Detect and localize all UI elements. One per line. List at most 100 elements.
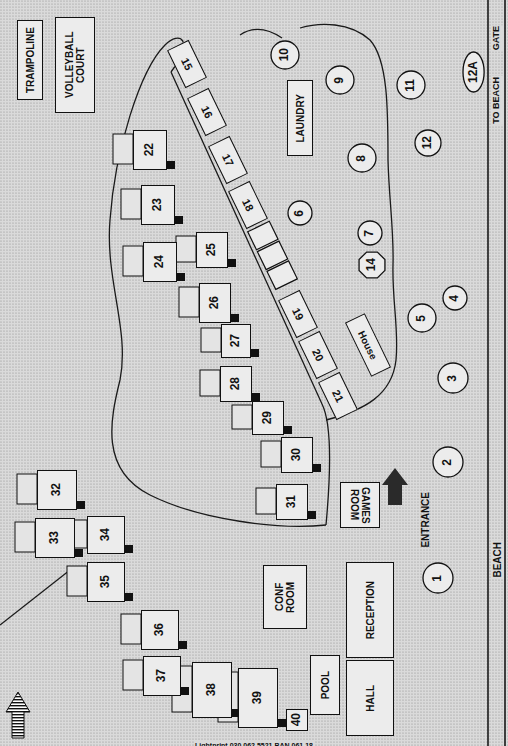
shed-outline	[121, 614, 141, 644]
site-circle: 12A	[462, 51, 485, 93]
map-label: HALL	[365, 685, 376, 712]
map-label: 5	[415, 315, 428, 322]
site-circle-outline	[408, 304, 436, 332]
map-label: 40	[290, 713, 303, 726]
shed-outline	[232, 405, 252, 429]
map-label: 12A	[467, 61, 480, 83]
shed-outline	[121, 189, 141, 219]
map-label: 23	[151, 198, 164, 211]
site-circle: 12	[414, 129, 442, 157]
cabin-box: 31	[276, 484, 308, 520]
shed-outline	[256, 488, 276, 514]
cabin-box: 22	[133, 130, 167, 170]
parking-square	[175, 216, 183, 224]
map-label: 7	[363, 230, 376, 237]
beach-road-edge	[487, 0, 489, 746]
map-label: 25	[205, 243, 218, 256]
parking-square	[179, 641, 187, 649]
map-label: 11	[404, 79, 417, 92]
cabin-box: 23	[141, 185, 175, 225]
site-circle-outline	[397, 71, 425, 99]
map-label: 9	[333, 77, 346, 84]
site-box: 19	[278, 290, 318, 338]
map-label: 38	[205, 683, 218, 696]
cabin-box: 36	[141, 610, 179, 650]
map-label: 36	[153, 623, 166, 636]
site-circle-outline	[443, 286, 467, 310]
site-box: 16	[187, 88, 227, 136]
shed-outline	[67, 566, 87, 596]
shed-outline	[261, 441, 281, 467]
shed-outline	[176, 236, 196, 262]
parking-square	[252, 393, 260, 401]
map-label: House	[356, 329, 379, 361]
map-label: 28	[229, 377, 242, 390]
shed-outline	[200, 370, 220, 396]
east-loop-road	[300, 24, 397, 420]
site-circle: 5	[407, 303, 437, 333]
inner-road	[171, 72, 329, 525]
map-label-text: TO BEACH	[491, 76, 503, 125]
building-box: GAMES ROOM	[340, 482, 380, 528]
cabin-box: 30	[281, 437, 313, 473]
map-label: 2	[441, 459, 454, 466]
map-label: 32	[50, 483, 63, 496]
parking-square	[231, 314, 239, 322]
map-label: GAMES ROOM	[349, 485, 371, 525]
site-box: 17	[208, 136, 248, 184]
map-label: 12	[421, 136, 434, 149]
map-label: 1	[431, 575, 444, 582]
cabin-box: 26	[199, 283, 231, 323]
site-circle: 1	[422, 562, 454, 594]
shed-outline	[179, 287, 199, 317]
site-octagon-outline	[359, 252, 385, 278]
shed-outline	[17, 474, 37, 504]
boundary-line	[0, 570, 70, 625]
map-label: CONF ROOM	[274, 572, 296, 622]
shed-outline	[123, 246, 143, 276]
site-octagon: 14	[357, 250, 387, 280]
map-label: 10	[278, 48, 291, 61]
shed-outline	[15, 522, 35, 552]
parking-square	[308, 511, 316, 519]
map-label: 15	[179, 56, 195, 72]
map-label: 31	[285, 495, 298, 508]
cabin-box: 38	[192, 662, 232, 718]
map-label: TO BEACH	[491, 76, 504, 126]
parking-square	[284, 426, 292, 434]
map-label: 17	[220, 152, 236, 168]
site-box: 20	[298, 331, 338, 379]
map-label: 24	[153, 255, 166, 268]
parking-square	[278, 719, 286, 727]
parking-square	[77, 501, 85, 509]
loop-road	[109, 38, 326, 526]
map-label-text: BEACH	[491, 541, 504, 579]
map-label-text: ENTRANCE	[420, 492, 431, 548]
site-circle: 9	[325, 65, 355, 95]
map-label: 3	[446, 375, 459, 382]
site-circle-outline	[433, 447, 463, 477]
map-label: TRAMPOLINE	[25, 27, 36, 93]
map-label: 26	[208, 296, 221, 309]
site-circle-outline	[348, 144, 376, 172]
cabin-box: 33	[35, 518, 75, 558]
site-circle: 4	[442, 285, 468, 311]
map-label: ENTRANCE	[420, 492, 432, 549]
shed-outline	[201, 328, 221, 352]
road-edge	[240, 29, 282, 38]
site-circle-outline	[415, 130, 441, 156]
parking-square	[313, 464, 321, 472]
map-label: VOLLEYBALL COURT	[64, 27, 86, 103]
map-label: 30	[290, 448, 303, 461]
building-box: CONF ROOM	[263, 565, 307, 629]
shed-outline	[123, 660, 143, 690]
map-label: 22	[143, 143, 156, 156]
map-label: LAUNDRY	[295, 94, 306, 143]
building-box: RECEPTION	[346, 562, 394, 658]
map-label: POOL	[320, 671, 331, 699]
site-circle-outline	[326, 66, 354, 94]
cabin-box: 34	[87, 516, 125, 554]
map-label: GATE	[491, 25, 504, 53]
map-label: 33	[48, 531, 61, 544]
